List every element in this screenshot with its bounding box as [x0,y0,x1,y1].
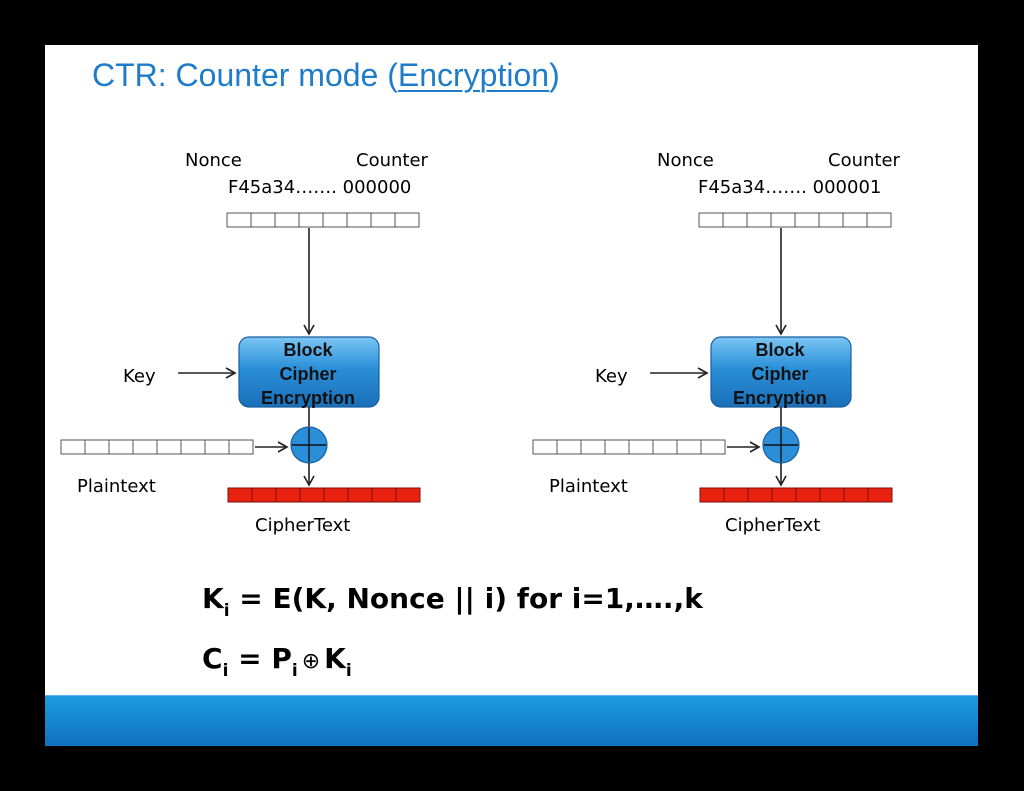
plaintext-cell [60,439,86,455]
plaintext-cell [156,439,182,455]
counter-cell [746,212,772,228]
counter-cell [698,212,724,228]
counter-cell [322,212,348,228]
counter-cell [250,212,276,228]
panel-2: Nonce Counter F45a34……. 000001 Block Cip… [532,150,901,536]
ciphertext-cell [867,487,893,503]
plaintext-cell [700,439,726,455]
title-suffix: ) [549,57,560,93]
ciphertext-cell [747,487,773,503]
plaintext-cell [556,439,582,455]
formula-c-sub: i [222,661,229,681]
ctr-diagram: Nonce Counter F45a34……. 000000 Block Cip… [60,150,901,536]
plaintext-cell [204,439,230,455]
ciphertext-cell [275,487,301,503]
counter-cell [274,212,300,228]
panel-1: Nonce Counter F45a34……. 000000 Block Cip… [60,150,429,536]
title-prefix: CTR: Counter mode ( [92,57,398,93]
ciphertext-block [227,487,421,503]
counter-cell [770,212,796,228]
ciphertext-cell [323,487,349,503]
counter-cell [394,212,420,228]
footer-bar [45,695,978,746]
ciphertext-cell [771,487,797,503]
plaintext-cell [628,439,654,455]
plaintext-label: Plaintext [549,476,628,497]
plaintext-cell [532,439,558,455]
plaintext-cell [676,439,702,455]
formula-keystream: Ki = E(K, Nonce || i) for i=1,….,k [202,575,703,635]
counter-block [226,212,420,228]
ciphertext-label: CipherText [725,515,820,536]
block-line-2: Cipher [279,364,336,384]
ciphertext-cell [395,487,421,503]
formula-eq-p: = P [228,642,292,675]
ciphertext-cell [723,487,749,503]
title-underlined: Encryption [397,57,550,93]
ciphertext-cell [227,487,253,503]
plaintext-cell [132,439,158,455]
plaintext-block [60,439,254,455]
xor-symbol: ⊕ [301,649,321,674]
counter-cell [370,212,396,228]
ciphertext-cell [251,487,277,503]
plaintext-cell [108,439,134,455]
formula-k2-sub: i [345,661,352,681]
key-label: Key [595,366,628,387]
counter-cell [226,212,252,228]
nonce-label: Nonce [657,150,714,171]
block-line-3: Encryption [261,388,355,408]
plaintext-cell [84,439,110,455]
ciphertext-cell [699,487,725,503]
formula-k2: K [324,642,346,675]
nonce-counter-value: F45a34……. 000000 [228,177,411,198]
ciphertext-cell [819,487,845,503]
counter-cell [298,212,324,228]
block-line-1: Block [283,340,333,360]
counter-cell [842,212,868,228]
plaintext-label: Plaintext [77,476,156,497]
ciphertext-cell [795,487,821,503]
formula-c: C [202,642,223,675]
plaintext-cell [228,439,254,455]
counter-cell [818,212,844,228]
formula-rest: = E(K, Nonce || i) for i=1,….,k [229,582,703,615]
slide-title: CTR: Counter mode (Encryption) [92,57,560,94]
xor-icon [762,426,800,464]
plaintext-cell [180,439,206,455]
ciphertext-cell [371,487,397,503]
ciphertext-cell [299,487,325,503]
block-line-2: Cipher [751,364,808,384]
ciphertext-cell [843,487,869,503]
plaintext-cell [604,439,630,455]
formula-p-sub: i [291,661,298,681]
plaintext-cell [652,439,678,455]
counter-cell [346,212,372,228]
ciphertext-cell [347,487,373,503]
formula-k: K [202,582,224,615]
formula-ciphertext: Ci = Pi⊕Ki [202,635,703,695]
ciphertext-label: CipherText [255,515,350,536]
counter-label: Counter [356,150,429,171]
key-label: Key [123,366,156,387]
formula-k-sub: i [223,601,230,621]
block-line-3: Encryption [733,388,827,408]
counter-cell [722,212,748,228]
xor-icon [290,426,328,464]
nonce-counter-value: F45a34……. 000001 [698,177,881,198]
block-line-1: Block [755,340,805,360]
slide: CTR: Counter mode (Encryption) Nonce Cou… [45,45,978,746]
plaintext-block [532,439,726,455]
nonce-label: Nonce [185,150,242,171]
counter-label: Counter [828,150,901,171]
counter-block [698,212,892,228]
formulas: Ki = E(K, Nonce || i) for i=1,….,k Ci = … [202,575,703,695]
counter-cell [866,212,892,228]
counter-cell [794,212,820,228]
plaintext-cell [580,439,606,455]
ciphertext-block [699,487,893,503]
